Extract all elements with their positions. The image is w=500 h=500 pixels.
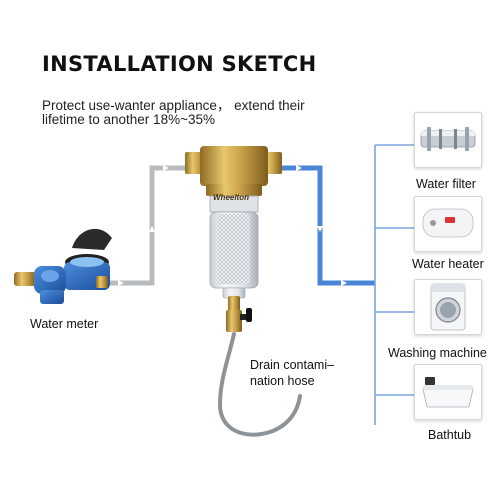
water-filter-card — [414, 112, 482, 168]
distribution-manifold — [374, 144, 414, 425]
washing-machine-card — [414, 279, 482, 335]
water-meter-icon — [14, 228, 112, 304]
filter-head — [185, 146, 282, 196]
filter-bowl — [209, 195, 259, 332]
water-heater-card — [414, 196, 482, 252]
washing-machine-icon — [430, 283, 466, 331]
drain-hose — [217, 332, 302, 437]
label-water-heater: Water heater — [412, 257, 484, 271]
subtitle-line-1: Protect use-wanter appliance， extend the… — [42, 98, 305, 113]
water-heater-icon — [422, 208, 474, 238]
label-water-meter: Water meter — [30, 317, 99, 331]
label-washing-machine: Washing machine — [388, 346, 487, 360]
diagram-title: INSTALLATION SKETCH — [42, 52, 317, 76]
label-bathtub: Bathtub — [428, 428, 472, 442]
subtitle-line-2: lifetime to another 18%~35% — [42, 112, 215, 127]
brand-logo-text: Wheelton — [213, 193, 249, 202]
label-drain-hose-1: Drain contami– — [250, 358, 335, 372]
bathtub-card — [414, 364, 482, 420]
bathtub-icon — [422, 377, 474, 408]
water-filter-icon — [420, 127, 476, 151]
label-water-filter: Water filter — [416, 177, 476, 191]
outlet-flow-arrows — [296, 165, 347, 286]
outlet-pipe — [282, 165, 375, 286]
inlet-flow-arrows — [118, 165, 169, 286]
label-drain-hose-2: nation hose — [250, 374, 315, 388]
